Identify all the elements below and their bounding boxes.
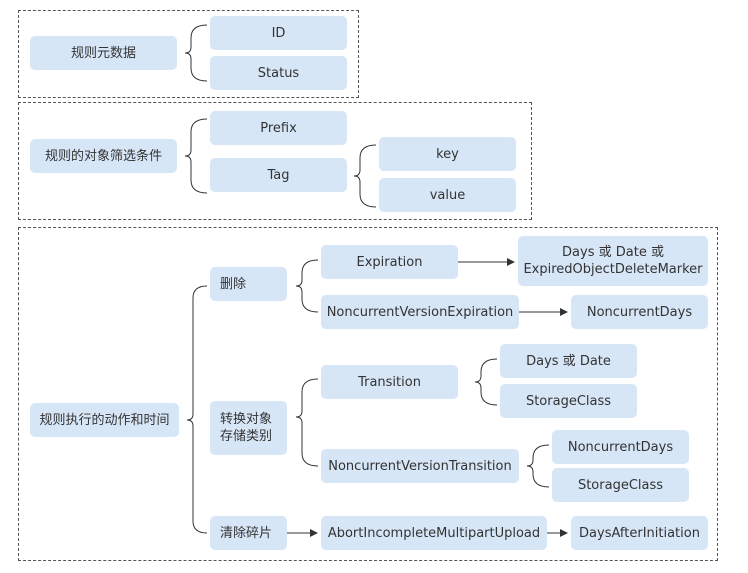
brace-filter (184, 118, 208, 194)
node-rule-metadata: 规则元数据 (30, 36, 177, 70)
node-status: Status (210, 56, 347, 90)
brace-tag (353, 144, 377, 208)
brace-transition (295, 378, 319, 467)
node-cleanup: 清除碎片 (210, 516, 287, 550)
node-delete: 删除 (210, 267, 287, 301)
brace-noncurrent-transition-items (526, 444, 550, 488)
group-filter (18, 102, 532, 220)
node-expiration: Expiration (321, 245, 458, 279)
node-noncurrent-days-transition: NoncurrentDays (552, 430, 689, 464)
node-key: key (379, 137, 516, 171)
node-transition-storage-class: 转换对象 存储类别 (210, 401, 287, 455)
group-actions (18, 227, 718, 561)
node-prefix: Prefix (210, 111, 347, 145)
node-noncurrent-days-expiration: NoncurrentDays (571, 295, 708, 329)
node-value: value (379, 178, 516, 212)
node-transition-storage-class-value: StorageClass (500, 384, 637, 418)
node-id: ID (210, 16, 347, 50)
node-noncurrent-storage-class: StorageClass (552, 468, 689, 502)
brace-delete (295, 259, 319, 313)
node-abort-incomplete-multipart-upload: AbortIncompleteMultipartUpload (321, 516, 547, 550)
brace-actions (186, 285, 208, 534)
node-rule-filter: 规则的对象筛选条件 (30, 139, 177, 173)
node-noncurrent-version-expiration: NoncurrentVersionExpiration (321, 295, 519, 329)
node-noncurrent-version-transition: NoncurrentVersionTransition (321, 449, 519, 483)
node-transition-days-date: Days 或 Date (500, 344, 637, 378)
brace-metadata (184, 24, 208, 82)
brace-transition-items (474, 358, 498, 406)
node-days-after-initiation: DaysAfterInitiation (571, 516, 708, 550)
node-expiration-target: Days 或 Date 或 ExpiredObjectDeleteMarker (518, 236, 708, 286)
node-tag: Tag (210, 158, 347, 192)
node-transition: Transition (321, 365, 458, 399)
group-metadata (18, 10, 359, 98)
node-rule-actions: 规则执行的动作和时间 (30, 403, 179, 437)
